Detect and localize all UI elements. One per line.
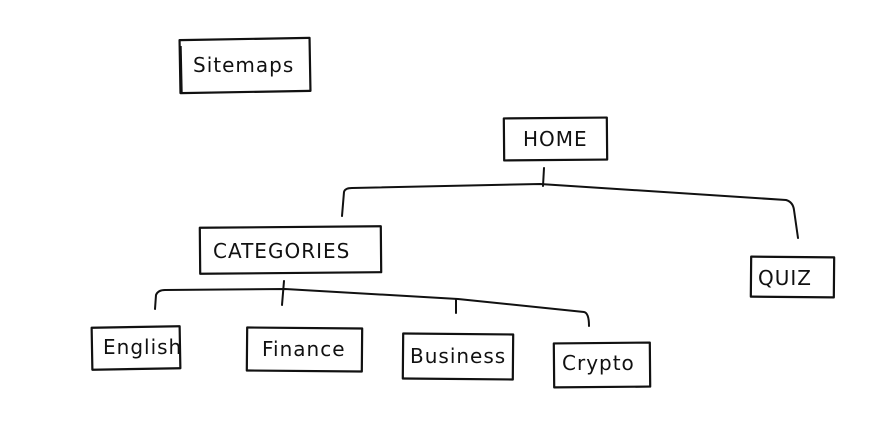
node-english: English [90,325,182,371]
node-categories-label: CATEGORIES [213,239,350,263]
node-finance: Finance [245,326,364,373]
connector-home-bus [341,183,799,239]
node-home-label: HOME [523,127,588,151]
node-business: Business [401,332,515,381]
node-crypto: Crypto [552,341,652,389]
node-crypto-label: Crypto [562,351,635,375]
node-business-label: Business [410,344,506,368]
connector-categories-stem [281,280,285,306]
node-home: HOME [502,116,609,162]
title-node: Sitemaps [178,36,312,95]
diagram-title: Sitemaps [193,53,294,77]
node-quiz-label: QUIZ [758,266,812,290]
node-english-label: English [103,335,182,359]
connectors [154,167,799,327]
connector-categories-bus [154,288,590,327]
node-quiz: QUIZ [749,255,836,299]
connector-home-stem [542,167,545,187]
node-finance-label: Finance [262,337,346,361]
node-categories: CATEGORIES [198,225,383,275]
